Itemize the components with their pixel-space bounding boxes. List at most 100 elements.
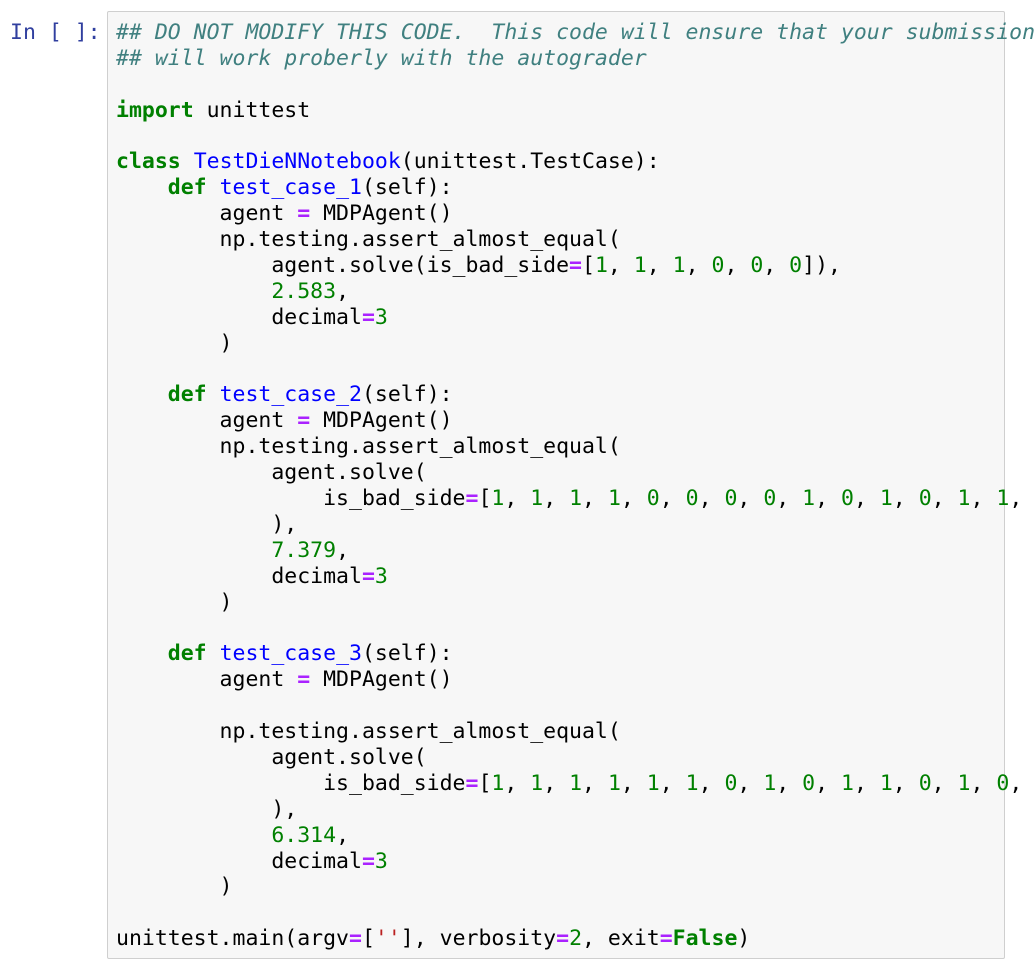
- code-line: [116, 124, 1035, 150]
- code-token: import: [116, 97, 194, 123]
- code-token: =: [569, 253, 582, 279]
- code-token: MDPAgent(): [310, 201, 453, 227]
- code-token: =: [297, 408, 311, 434]
- code-token: agent.solve(: [116, 744, 427, 770]
- code-token: 1: [763, 770, 777, 796]
- code-token: np.testing.assert_almost_equal(: [116, 227, 621, 253]
- code-token: =: [349, 926, 362, 952]
- code-token: =: [297, 667, 311, 693]
- code-line: agent.solve(: [116, 745, 1035, 771]
- code-line: ## will work proberly with the autograde…: [116, 46, 1035, 72]
- code-token: ),: [116, 796, 298, 822]
- code-token: test_case_2: [219, 382, 362, 408]
- code-token: 0: [750, 253, 764, 279]
- code-token: agent: [116, 667, 298, 693]
- code-line: is_bad_side=[1, 1, 1, 1, 1, 1, 0, 1, 0, …: [116, 771, 1035, 797]
- code-line: ),: [116, 797, 1035, 823]
- code-line: agent = MDPAgent(): [116, 201, 1035, 227]
- code-token: ),: [116, 511, 298, 537]
- code-token: 1: [672, 253, 686, 279]
- code-token: agent: [116, 201, 298, 227]
- code-token: 1: [569, 770, 583, 796]
- code-token: =: [361, 563, 375, 589]
- code-token: [116, 823, 271, 848]
- code-token: (self):: [361, 175, 453, 201]
- code-token: 6.314: [271, 822, 337, 848]
- code-token: =: [297, 201, 311, 227]
- code-token: [116, 382, 168, 407]
- code-token: ,: [336, 822, 350, 848]
- code-token: (self):: [361, 382, 453, 408]
- code-token: ,: [698, 486, 725, 512]
- code-token: ]),: [802, 253, 841, 279]
- code-token: decimal: [116, 304, 362, 330]
- code-token: ,: [763, 253, 790, 279]
- code-token: [: [582, 253, 595, 279]
- code-token: 1: [607, 486, 621, 512]
- code-token: ,: [336, 278, 350, 304]
- code-editor[interactable]: ## DO NOT MODIFY THIS CODE. This code wi…: [107, 11, 1035, 959]
- code-token: 3: [374, 304, 388, 330]
- code-line: ## DO NOT MODIFY THIS CODE. This code wi…: [116, 20, 1035, 46]
- code-token: 1: [633, 253, 647, 279]
- code-token: ,: [607, 253, 634, 279]
- code-token: ,: [815, 770, 841, 796]
- code-line: np.testing.assert_almost_equal(: [116, 434, 1035, 460]
- code-token: ,: [815, 486, 841, 512]
- code-line: [116, 693, 1035, 719]
- code-line: ): [116, 874, 1035, 900]
- code-token: np.testing.assert_almost_equal(: [116, 434, 621, 460]
- code-token: ,: [853, 770, 880, 796]
- code-line: def test_case_2(self):: [116, 382, 1035, 408]
- code-token: ): [116, 330, 233, 356]
- code-token: agent.solve(: [116, 460, 427, 486]
- code-token: ,: [336, 537, 350, 563]
- code-line: 2.583,: [116, 279, 1035, 305]
- code-token: ,: [504, 770, 531, 796]
- code-token: 1: [594, 253, 608, 279]
- code-line: agent = MDPAgent(): [116, 667, 1035, 693]
- code-line: 6.314,: [116, 823, 1035, 849]
- code-token: =: [361, 304, 375, 330]
- code-line: [116, 900, 1035, 926]
- code-token: 1: [879, 486, 893, 512]
- code-token: ,: [582, 770, 608, 796]
- code-token: ,: [620, 770, 647, 796]
- code-token: ,: [892, 486, 919, 512]
- code-token: 1: [607, 770, 621, 796]
- code-token: ,: [1009, 770, 1023, 796]
- code-token: (self):: [361, 641, 453, 667]
- code-token: 1: [491, 770, 505, 796]
- code-token: 0: [646, 486, 660, 512]
- code-line: agent.solve(is_bad_side=[1, 1, 1, 0, 0, …: [116, 253, 1035, 279]
- code-token: ,: [685, 253, 712, 279]
- code-token: 1: [530, 486, 544, 512]
- code-token: 0: [685, 486, 699, 512]
- code-token: 0: [996, 770, 1010, 796]
- code-token: '': [374, 926, 401, 952]
- code-token: np.testing.assert_almost_equal(: [116, 719, 621, 745]
- code-token: =: [361, 848, 375, 874]
- code-token: ,: [970, 486, 997, 512]
- code-token: MDPAgent(): [310, 408, 453, 434]
- code-line: agent = MDPAgent(): [116, 408, 1035, 434]
- code-token: 0: [763, 486, 777, 512]
- code-token: ## DO NOT MODIFY THIS CODE. This code wi…: [116, 20, 1035, 45]
- code-line: unittest.main(argv=[''], verbosity=2, ex…: [116, 926, 1035, 952]
- code-content[interactable]: ## DO NOT MODIFY THIS CODE. This code wi…: [116, 20, 1035, 952]
- code-token: ,: [659, 486, 686, 512]
- code-line: ): [116, 590, 1035, 616]
- code-token: test_case_1: [219, 175, 362, 201]
- code-line: import unittest: [116, 98, 1035, 124]
- code-token: 1: [802, 486, 816, 512]
- code-token: ,: [892, 770, 919, 796]
- code-token: ## will work proberly with the autograde…: [116, 45, 647, 71]
- code-line: decimal=3: [116, 849, 1035, 875]
- code-line: ): [116, 331, 1035, 357]
- code-line: decimal=3: [116, 305, 1035, 331]
- code-token: TestDieNNotebook: [193, 149, 401, 175]
- code-token: 2: [569, 926, 583, 952]
- code-token: ,: [646, 253, 673, 279]
- code-token: ): [737, 926, 751, 952]
